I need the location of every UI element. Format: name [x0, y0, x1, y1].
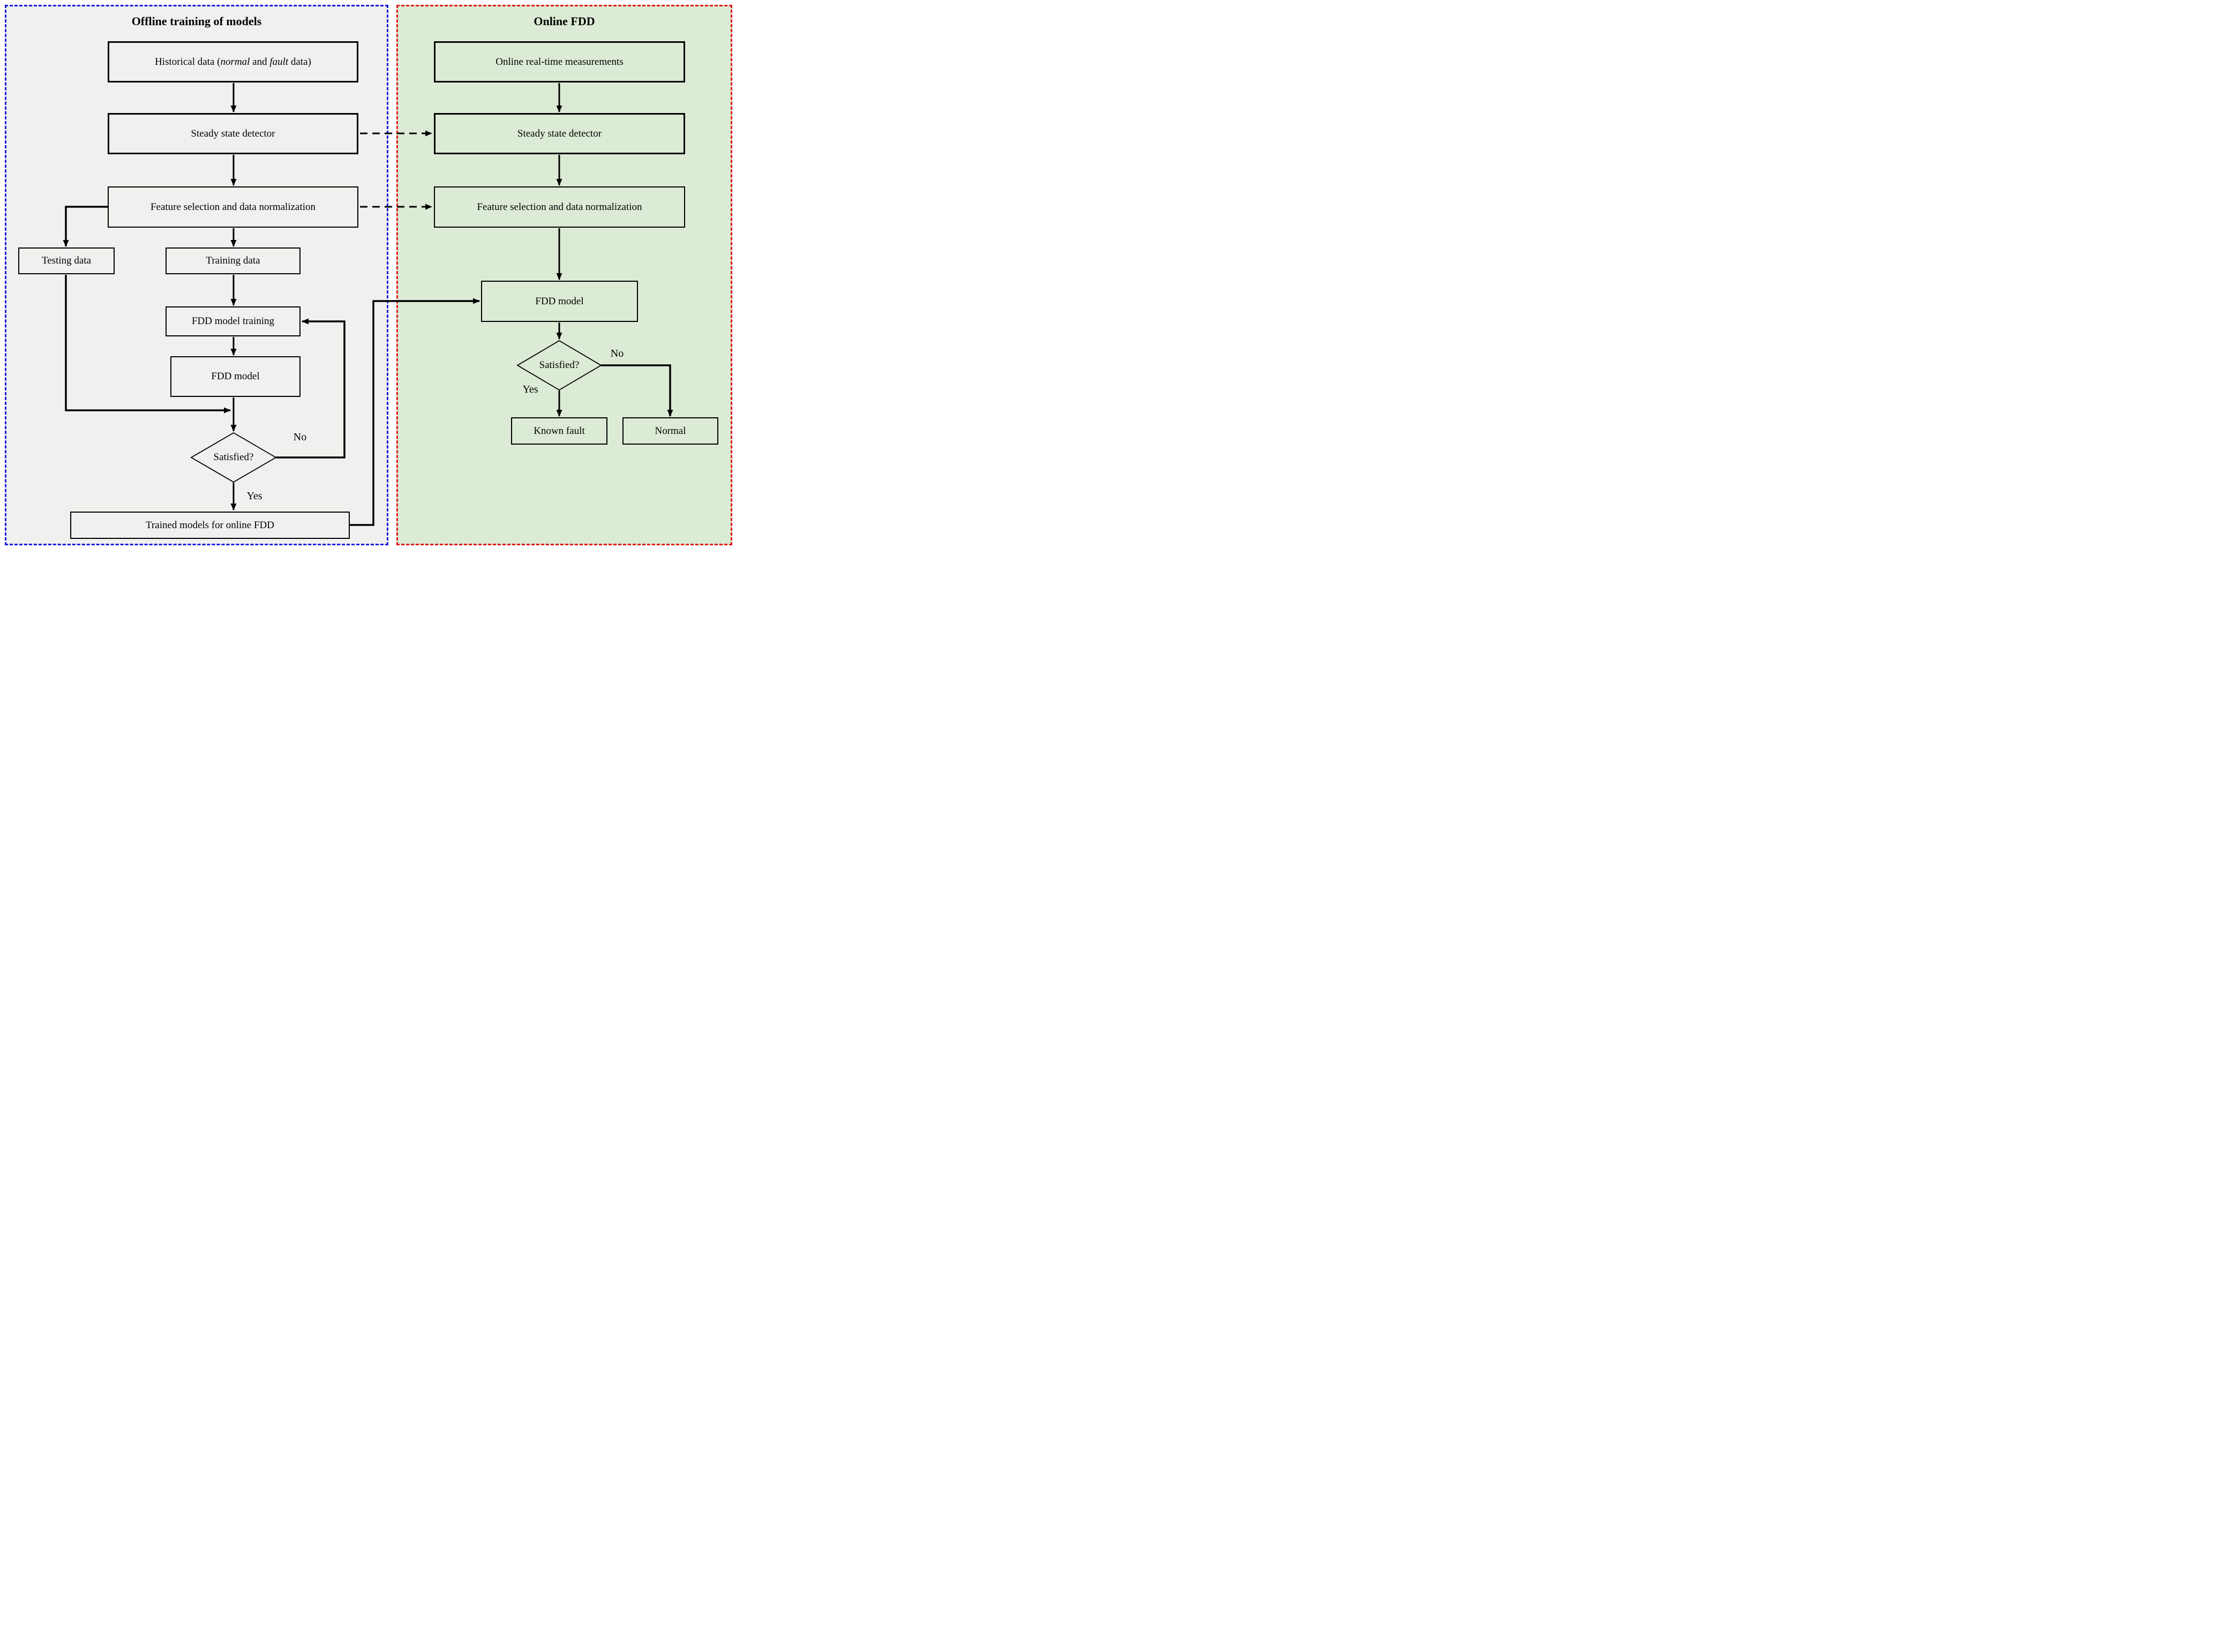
- online-panel-title: Online FDD: [534, 14, 595, 28]
- historical-fault: fault: [269, 56, 289, 67]
- node-testing-data: Testing data: [18, 247, 115, 274]
- edge-label-yes-offline: Yes: [246, 490, 262, 502]
- flowchart-canvas: Offline training of models Online FDD Hi…: [0, 0, 738, 551]
- node-fdd-model-training: FDD model training: [166, 306, 301, 336]
- edge-label-no-offline: No: [293, 431, 307, 443]
- node-training-data: Training data: [166, 247, 301, 274]
- node-steady-state-detector-offline: Steady state detector: [108, 113, 358, 154]
- historical-normal: normal: [220, 56, 250, 67]
- node-feature-selection-offline: Feature selection and data normalization: [108, 186, 358, 228]
- node-known-fault: Known fault: [511, 417, 607, 445]
- node-trained-models: Trained models for online FDD: [70, 512, 350, 539]
- node-fdd-model-offline: FDD model: [170, 356, 301, 397]
- node-historical-data: Historical data (normal and fault data): [108, 41, 358, 82]
- historical-suffix: data): [288, 56, 311, 67]
- offline-panel-title: Offline training of models: [131, 14, 262, 28]
- online-panel: [396, 5, 732, 545]
- historical-prefix: Historical data (: [155, 56, 221, 67]
- historical-and: and: [250, 56, 270, 67]
- historical-data-label: Historical data (normal and fault data): [155, 56, 311, 68]
- node-online-measurements: Online real-time measurements: [434, 41, 685, 82]
- edge-label-yes-online: Yes: [522, 383, 538, 395]
- node-normal: Normal: [622, 417, 718, 445]
- node-feature-selection-online: Feature selection and data normalization: [434, 186, 685, 228]
- node-steady-state-detector-online: Steady state detector: [434, 113, 685, 154]
- edge-label-no-online: No: [610, 347, 624, 359]
- node-fdd-model-online: FDD model: [481, 281, 638, 322]
- decision-satisfied-offline: Satisfied?: [213, 452, 254, 463]
